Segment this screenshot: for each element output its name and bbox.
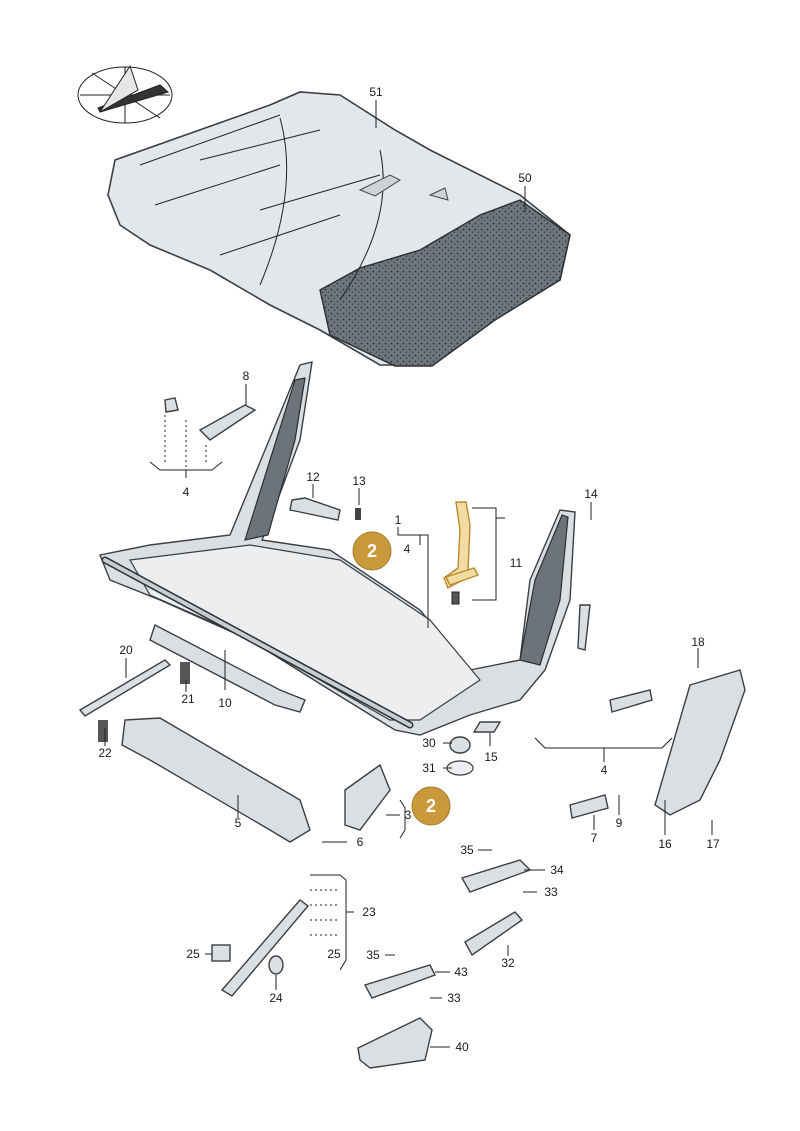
callout-4-lower-right: 4 [601,763,608,777]
callout-13: 13 [352,474,366,488]
callout-24: 24 [269,991,283,1005]
callout-5: 5 [235,816,242,830]
callout-25-right: 25 [327,947,341,961]
leader-lines [104,100,713,1048]
callout-20: 20 [119,643,133,657]
callout-33-upper: 33 [544,885,558,899]
callout-14: 14 [584,487,598,501]
callout-17: 17 [706,837,720,851]
highlighted-bracket [443,501,480,605]
callout-31: 31 [422,761,436,775]
callout-7: 7 [591,831,598,845]
svg-text:2: 2 [426,796,436,816]
seat-cushion-assembly [107,91,571,367]
callout-15: 15 [484,750,498,764]
callout-9: 9 [616,816,623,830]
seat-frame [99,361,576,736]
callout-33-lower: 33 [447,991,461,1005]
callout-12: 12 [306,470,320,484]
callout-34: 34 [550,863,564,877]
callout-4-upper-left: 4 [183,485,190,499]
callout-23: 23 [362,905,376,919]
callout-40: 40 [455,1040,469,1054]
callout-1: 1 [395,513,402,527]
callout-50: 50 [518,171,532,185]
callout-10: 10 [218,696,232,710]
badge-2-upper: 2 [352,531,392,571]
callout-6: 6 [357,835,364,849]
callout-30: 30 [422,736,436,750]
callout-4-frame: 4 [404,542,411,556]
callout-18: 18 [691,635,705,649]
orientation-icon [77,64,173,124]
small-parts [78,397,746,1069]
svg-text:2: 2 [367,541,377,561]
callout-51: 51 [369,85,383,99]
callout-25-left: 25 [186,947,200,961]
callout-labels: 51 50 8 4 12 13 1 4 14 11 20 21 10 22 30… [98,85,720,1054]
callout-3: 3 [405,808,412,822]
callout-16: 16 [658,837,672,851]
badge-2-lower: 2 [411,786,451,826]
callout-32: 32 [501,956,515,970]
callout-8: 8 [243,369,250,383]
callout-43: 43 [454,965,468,979]
callout-35-upper: 35 [460,843,474,857]
callout-22: 22 [98,746,112,760]
callout-35-lower: 35 [366,948,380,962]
callout-11: 11 [510,556,523,570]
callout-21: 21 [181,692,195,706]
